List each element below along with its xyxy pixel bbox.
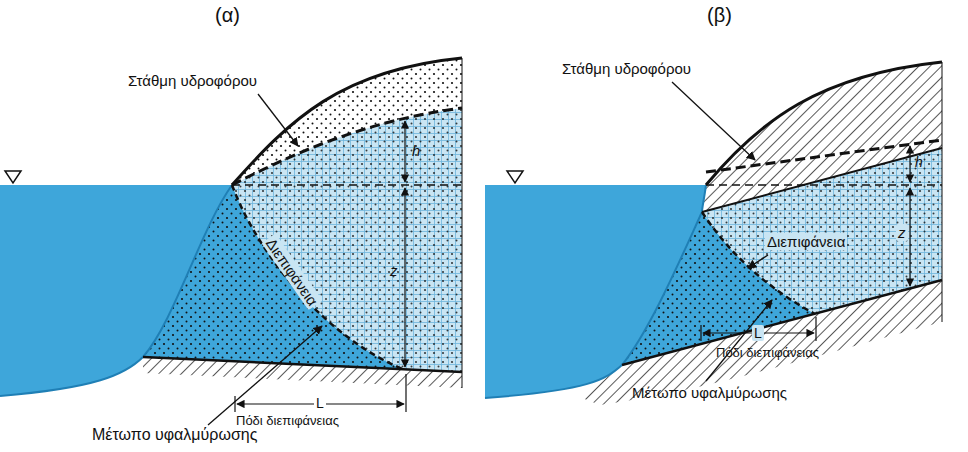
diagram-label: (β) — [707, 4, 732, 27]
diagram-label: Πόδι διεπιφάνειας — [716, 346, 819, 361]
diagram-label: Στάθμη υδροφόρου — [128, 72, 257, 89]
diagram-label: Μέτωπο υφαλμύρωσης — [92, 426, 257, 444]
diagram-label: h — [915, 154, 923, 170]
diagram-label: Μέτωπο υφαλμύρωσης — [632, 384, 787, 401]
diagram-label: L — [314, 395, 326, 411]
diagram-label: (α) — [215, 4, 240, 27]
diagram-label: h — [412, 142, 420, 159]
diagram-label: L — [752, 325, 764, 341]
diagram-label: z — [896, 224, 908, 241]
diagram-label: Στάθμη υδροφόρου — [562, 60, 691, 77]
diagram-label: z — [390, 262, 398, 279]
diagram-label: Διεπιφάνεια — [765, 233, 847, 250]
